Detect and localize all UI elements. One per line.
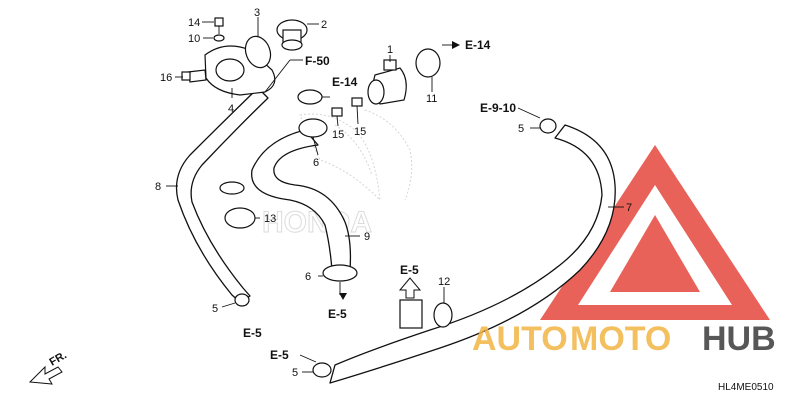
hose-9 xyxy=(251,129,352,271)
label-10: 10 xyxy=(188,33,200,45)
watermark-moto: MOTO xyxy=(570,320,671,358)
diagram-code: HL4ME0510 xyxy=(718,382,774,393)
hose-7 xyxy=(329,124,616,384)
watermark-auto: AUTO xyxy=(472,320,568,358)
watermark-triangle-icon xyxy=(540,145,770,320)
front-arrow-icon xyxy=(28,365,63,385)
clamp-top xyxy=(297,89,323,105)
label-15a: 15 xyxy=(332,129,344,141)
o-ring-3 xyxy=(244,35,272,69)
bolt-16 xyxy=(181,71,191,81)
arrow-e5-up-icon xyxy=(398,277,422,299)
ref-e14-a: E-14 xyxy=(465,38,491,52)
fitting-1 xyxy=(367,59,407,105)
ref-e5-mid: E-5 xyxy=(328,307,347,321)
clamp-13 xyxy=(224,207,256,229)
label-13: 13 xyxy=(264,213,276,225)
watermark-logo: AUTO MOTO HUB xyxy=(472,320,776,358)
o-ring-11 xyxy=(415,48,441,78)
clamp-5-right xyxy=(539,118,557,134)
label-7: 7 xyxy=(626,202,632,214)
label-8: 8 xyxy=(155,181,161,193)
clip-12 xyxy=(399,299,453,329)
clamp-6b xyxy=(322,264,358,282)
label-5-left: 5 xyxy=(212,303,218,315)
ref-e5-up: E-5 xyxy=(400,263,419,277)
bolt-15b xyxy=(351,97,363,107)
arrow-e5a-down-icon xyxy=(339,293,347,300)
clamp-6a xyxy=(298,118,328,138)
clamp-13-top xyxy=(219,181,245,195)
label-14: 14 xyxy=(188,17,200,29)
ref-f50: F-50 xyxy=(305,54,330,68)
ref-e5-bottom: E-5 xyxy=(270,348,289,362)
bolt-14 xyxy=(213,17,225,42)
clamp-5-bottom xyxy=(312,362,332,378)
ref-e5-left: E-5 xyxy=(243,326,262,340)
thermostat-2 xyxy=(276,19,308,51)
label-15b: 15 xyxy=(354,126,366,138)
watermark-hub: HUB xyxy=(702,320,776,358)
label-2: 2 xyxy=(321,19,327,31)
label-1: 1 xyxy=(387,44,393,56)
arrow-e14a-icon xyxy=(442,41,460,49)
label-16: 16 xyxy=(160,72,172,84)
label-5-bottom: 5 xyxy=(292,367,298,379)
label-11: 11 xyxy=(426,93,437,105)
leader-lines xyxy=(166,17,624,373)
label-3: 3 xyxy=(254,7,260,19)
label-6-bottom: 6 xyxy=(305,271,311,283)
front-label: FR. xyxy=(48,349,69,368)
label-9: 9 xyxy=(364,231,370,243)
clamp-5-left xyxy=(234,293,250,307)
label-6-top: 6 xyxy=(313,157,319,169)
label-5-right: 5 xyxy=(518,123,524,135)
ref-e14-b: E-14 xyxy=(332,75,358,89)
label-12: 12 xyxy=(438,276,450,288)
hose-8 xyxy=(175,87,269,303)
label-4: 4 xyxy=(228,103,234,115)
ref-e9-10: E-9-10 xyxy=(480,101,516,115)
bolt-15a xyxy=(331,107,343,117)
